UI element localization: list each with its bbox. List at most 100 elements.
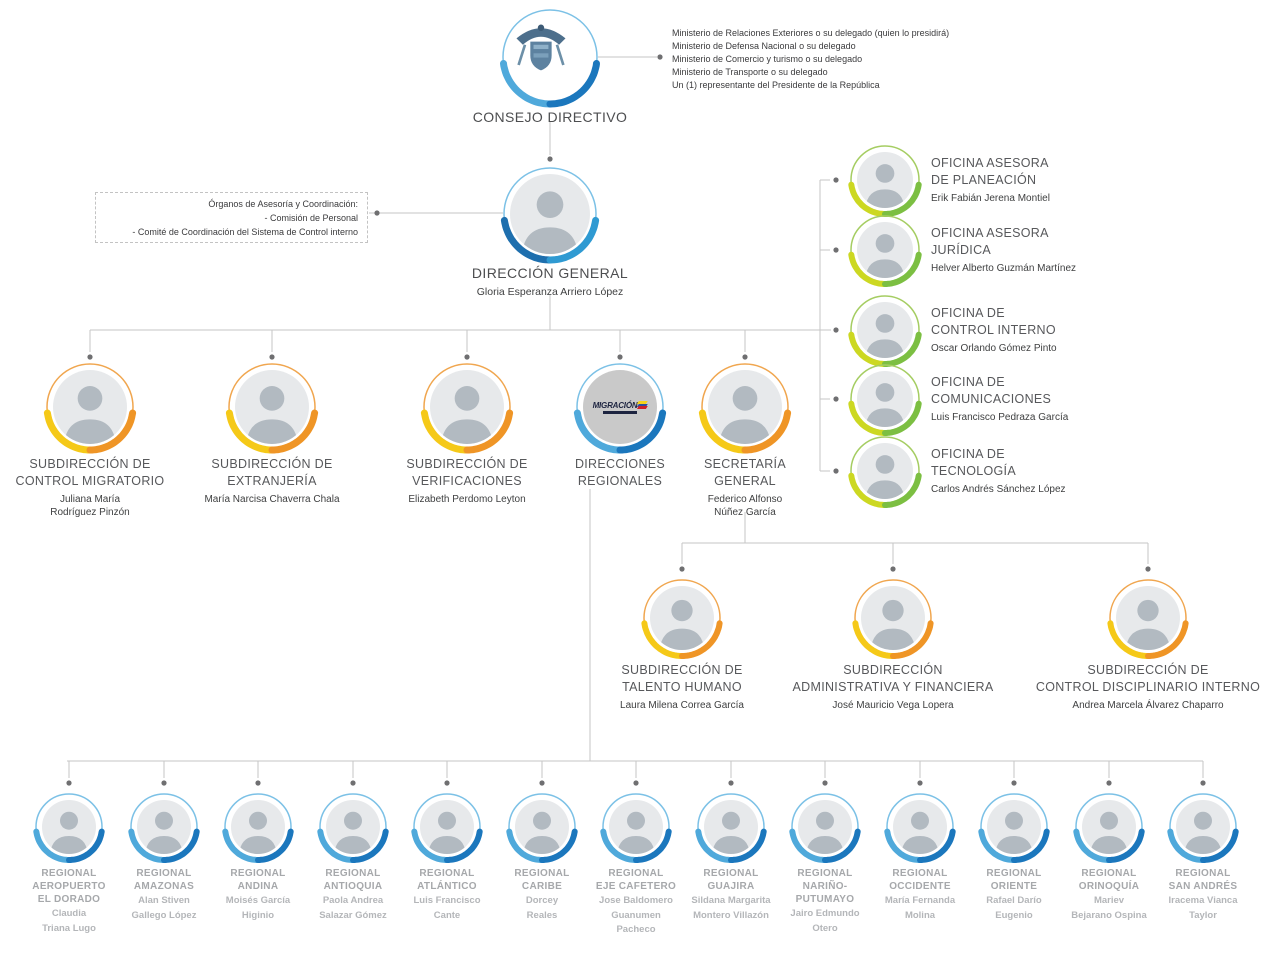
person-silhouette-icon	[708, 370, 782, 444]
person-silhouette-icon	[798, 800, 852, 854]
node-title: REGIONAL	[136, 868, 192, 879]
node-regional-antioquia-circle	[314, 788, 392, 866]
node-name: Eugenio	[995, 909, 1033, 921]
node-title: REGIONAL	[608, 868, 664, 879]
node-title: NARIÑO-	[802, 881, 848, 892]
person-silhouette-icon	[857, 222, 913, 278]
node-title: SUBDIRECCIÓN DE	[621, 663, 743, 677]
node-direccion-general-circle	[498, 162, 602, 266]
connector-dot	[350, 780, 356, 786]
connector-dot	[742, 354, 748, 360]
person-silhouette-icon	[857, 443, 913, 499]
node-title: CONSEJO DIRECTIVO	[472, 109, 628, 125]
node-name: Paola Andrea	[322, 895, 384, 906]
node-name: Luis Francisco	[413, 895, 481, 906]
node-title: ATLÁNTICO	[417, 881, 477, 892]
node-title: ANTIOQUIA	[323, 881, 383, 892]
node-name: Helver Alberto Guzmán Martínez	[931, 263, 1077, 274]
node-title: REGIONAL	[514, 868, 570, 879]
connector-dot	[1011, 780, 1017, 786]
node-direcciones-regionales-circle: MIGRACIÓN	[571, 358, 669, 456]
person-silhouette-icon	[235, 370, 309, 444]
connector-dot	[890, 566, 896, 572]
person-silhouette-icon	[987, 800, 1041, 854]
connector-dot	[1145, 566, 1151, 572]
person-silhouette-icon	[1176, 800, 1230, 854]
node-name: Luis Francisco Pedraza García	[931, 412, 1069, 423]
node-title: EJE CAFETERO	[595, 881, 677, 892]
person-silhouette-icon	[510, 174, 590, 254]
person-silhouette-icon	[861, 586, 925, 650]
node-name: Erik Fabián Jerena Montiel	[931, 193, 1050, 204]
node-name: María Narcisa Chaverra Chala	[204, 494, 340, 505]
node-regional-narino-putumayo-circle	[786, 788, 864, 866]
node-name: Rodríguez Pinzón	[50, 507, 130, 518]
node-oficina-asesora-de-planeacion-circle	[845, 140, 925, 220]
node-title: ADMINISTRATIVA Y FINANCIERA	[792, 680, 994, 694]
node-regional-aeropuerto-el-dorado-circle	[30, 788, 108, 866]
connector-dot	[728, 780, 734, 786]
colombia-crest-icon	[516, 24, 566, 71]
node-title: SUBDIRECCIÓN DE	[29, 457, 151, 471]
node-title: SECRETARÍA	[704, 457, 786, 471]
node-title: PUTUMAYO	[795, 894, 855, 905]
connector-dot	[679, 566, 685, 572]
node-title: SUBDIRECCIÓN	[843, 663, 943, 677]
node-subdireccion-administrativa-y-financiera-circle	[849, 574, 937, 662]
node-regional-san-andres-circle	[1164, 788, 1242, 866]
connector-dot	[269, 354, 275, 360]
node-name: Iracema Vianca	[1168, 895, 1238, 906]
person-silhouette-icon	[609, 800, 663, 854]
person-photo	[420, 800, 474, 854]
person-photo	[650, 586, 714, 650]
advisory-line: Órganos de Asesoría y Coordinación:	[208, 198, 358, 209]
person-silhouette-icon	[704, 800, 758, 854]
node-name: Mariev	[1093, 895, 1125, 906]
node-ring	[573, 363, 667, 454]
person-photo	[857, 371, 913, 427]
node-title: CONTROL MIGRATORIO	[15, 474, 165, 488]
node-name: Federico Alfonso	[707, 494, 783, 505]
node-title: REGIONAL	[230, 868, 286, 879]
node-regional-andina-circle	[219, 788, 297, 866]
node-name: Claudia	[51, 908, 87, 919]
node-regional-orinoquia-circle	[1070, 788, 1148, 866]
node-title: ORINOQUÍA	[1078, 881, 1140, 892]
node-title: REGIONAL	[703, 868, 759, 879]
person-photo	[609, 800, 663, 854]
node-regional-caribe-circle	[503, 788, 581, 866]
person-photo	[231, 800, 285, 854]
connector-dot	[547, 156, 553, 162]
node-title: COMUNICACIONES	[931, 392, 1052, 406]
person-silhouette-icon	[515, 800, 569, 854]
node-title: CONTROL INTERNO	[931, 323, 1056, 337]
node-subdireccion-de-control-disciplinario-interno-circle	[1104, 574, 1192, 662]
person-photo	[42, 800, 96, 854]
node-title: EL DORADO	[37, 894, 101, 905]
node-title: REGIONALES	[577, 474, 663, 488]
connector-dot	[617, 354, 623, 360]
node-subdireccion-de-verificaciones-circle	[418, 358, 516, 456]
node-regional-eje-cafetero-circle	[597, 788, 675, 866]
node-title: DIRECCIÓN GENERAL	[471, 265, 629, 281]
node-name: Pacheco	[616, 924, 656, 935]
person-silhouette-icon	[1082, 800, 1136, 854]
node-title: REGIONAL	[797, 868, 853, 879]
person-photo	[510, 174, 590, 254]
node-title: GUAJIRA	[707, 881, 755, 892]
node-name: Elizabeth Perdomo Leyton	[408, 494, 526, 505]
node-title: REGIONAL	[1081, 868, 1137, 879]
node-name: Jose Baldomero	[599, 895, 673, 906]
